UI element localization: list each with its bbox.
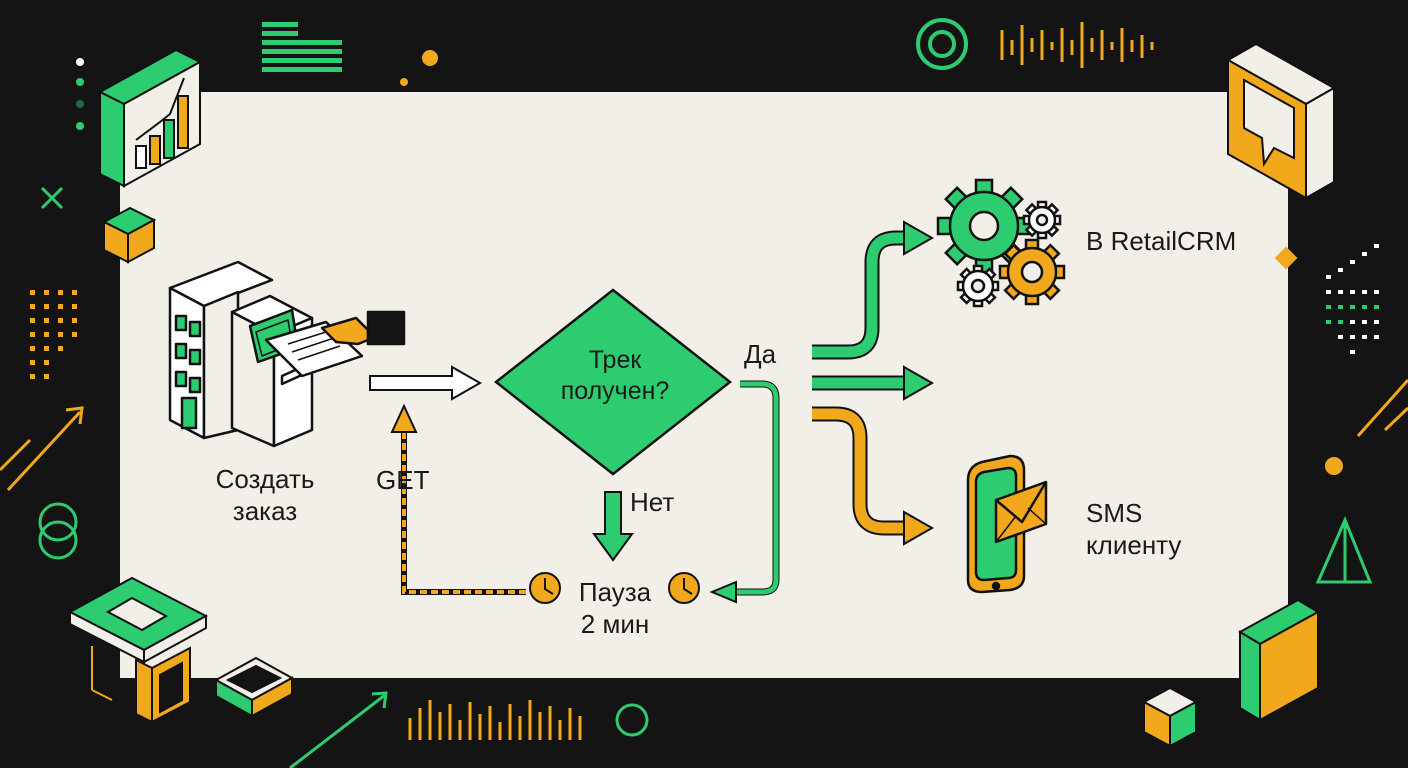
equalizer-right (1326, 244, 1379, 354)
decision-line2: получен? (560, 377, 670, 405)
retry-loop-dashed (390, 403, 526, 595)
create-order-line1: Создать (215, 464, 315, 494)
branch-to-sms (812, 406, 935, 546)
yes-loop-arrow (709, 380, 780, 604)
decision-line1: Трек (588, 346, 642, 374)
hollow-arrow (369, 365, 483, 401)
phone-envelope-icon (966, 454, 1048, 594)
sms-line2: клиенту (1086, 530, 1182, 560)
sms-line1: SMS (1086, 498, 1143, 528)
sms-label: SMS клиенту (1086, 497, 1181, 561)
decision-diamond (493, 288, 733, 476)
decision-label: Трек получен? (540, 345, 690, 407)
branch-to-retailcrm (812, 220, 935, 360)
pause-label: Пауза 2 мин (560, 576, 670, 640)
pause-line1: Пауза (578, 577, 652, 607)
clock-icon (529, 572, 561, 604)
no-arrow (592, 491, 634, 562)
create-order-label: Создать заказ (210, 463, 320, 527)
yes-label: Да (744, 339, 777, 369)
waveform-top (1000, 22, 1154, 68)
ring-icon (916, 18, 968, 70)
clock-icon (668, 572, 700, 604)
create-order-line2: заказ (232, 496, 298, 526)
equalizer-top-left (262, 22, 342, 72)
building-kiosk-icon (168, 260, 406, 448)
pause-line2: 2 мин (580, 609, 650, 639)
branch-middle (812, 365, 935, 401)
cross-icon (40, 186, 64, 210)
get-label: GET (376, 465, 430, 495)
dot-grid-left (30, 290, 77, 379)
retailcrm-label: В RetailCRM (1086, 226, 1237, 256)
no-label: Нет (630, 487, 675, 517)
frame-decorations (0, 18, 1408, 768)
waveform-bottom (408, 700, 582, 740)
gears-icon (936, 178, 1066, 308)
